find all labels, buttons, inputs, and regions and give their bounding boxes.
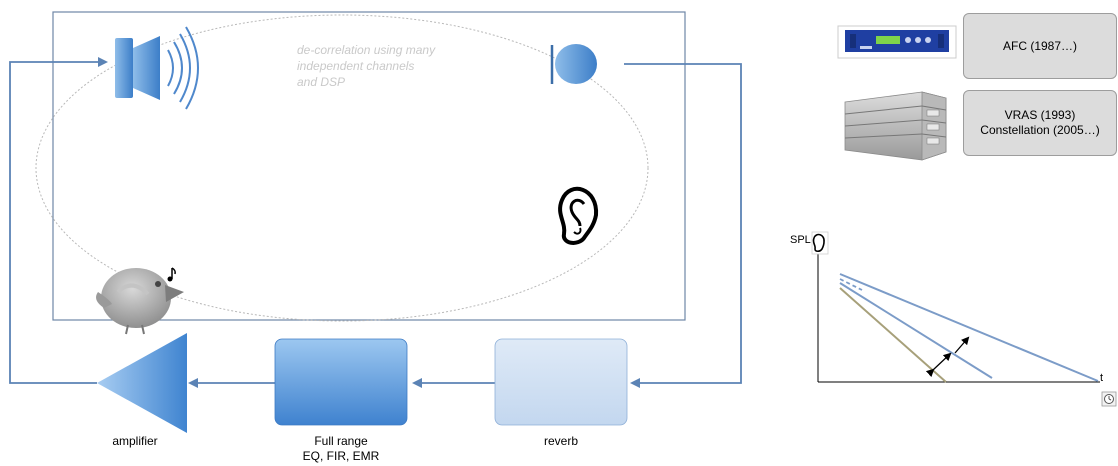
constellation-product-label: Constellation (2005…): [980, 123, 1100, 137]
vras-product-box: VRAS (1993) Constellation (2005…): [963, 90, 1117, 156]
fullrange-label-line1: Full range: [314, 434, 368, 448]
vras-product-label: VRAS (1993): [1004, 108, 1076, 122]
room-frame: [52, 11, 686, 321]
reverb-block: [494, 338, 628, 426]
decay-arrow-1: [925, 352, 952, 378]
room-ellipse: [35, 14, 649, 322]
microphone-icon: [550, 44, 597, 84]
fullrange-label-line2: EQ, FIR, EMR: [302, 449, 380, 463]
time-axis-label: t: [1100, 372, 1104, 384]
reverb-label: reverb: [543, 434, 578, 448]
fullrange-label: Full range EQ, FIR, EMR: [261, 434, 421, 464]
vras-hardware-image: [844, 91, 947, 161]
spl-axis-label: SPL: [790, 234, 811, 246]
amplifier-triangle: [97, 333, 187, 433]
decay-line-assisted: [839, 282, 993, 379]
decay-line-max: [839, 273, 1099, 382]
decay-arrow-2: [954, 336, 970, 354]
decay-line-natural: [839, 287, 947, 383]
decorrelation-note-line2: independent channels: [297, 59, 415, 73]
afc-product-label: AFC (1987…): [1002, 38, 1078, 53]
mic-to-reverb-line: [624, 63, 742, 388]
clock-icon: [1101, 391, 1117, 407]
ear-icon-small: [811, 231, 829, 255]
amplifier-to-speaker-line: [9, 57, 108, 384]
afc-hardware-image: [837, 25, 957, 59]
decay-graph: [811, 231, 1117, 407]
decorrelation-note: de-correlation using many independent ch…: [297, 42, 497, 90]
bird-icon: [96, 267, 184, 335]
decorrelation-note-line3: and DSP: [297, 75, 346, 89]
feedback-loop: [9, 57, 742, 388]
speaker-icon: [115, 26, 199, 110]
fullrange-block: [274, 338, 408, 426]
ear-icon: [554, 180, 602, 248]
decorrelation-note-line1: de-correlation using many: [297, 43, 436, 57]
amplifier-label: amplifier: [112, 434, 158, 448]
afc-product-box: AFC (1987…): [963, 13, 1117, 79]
